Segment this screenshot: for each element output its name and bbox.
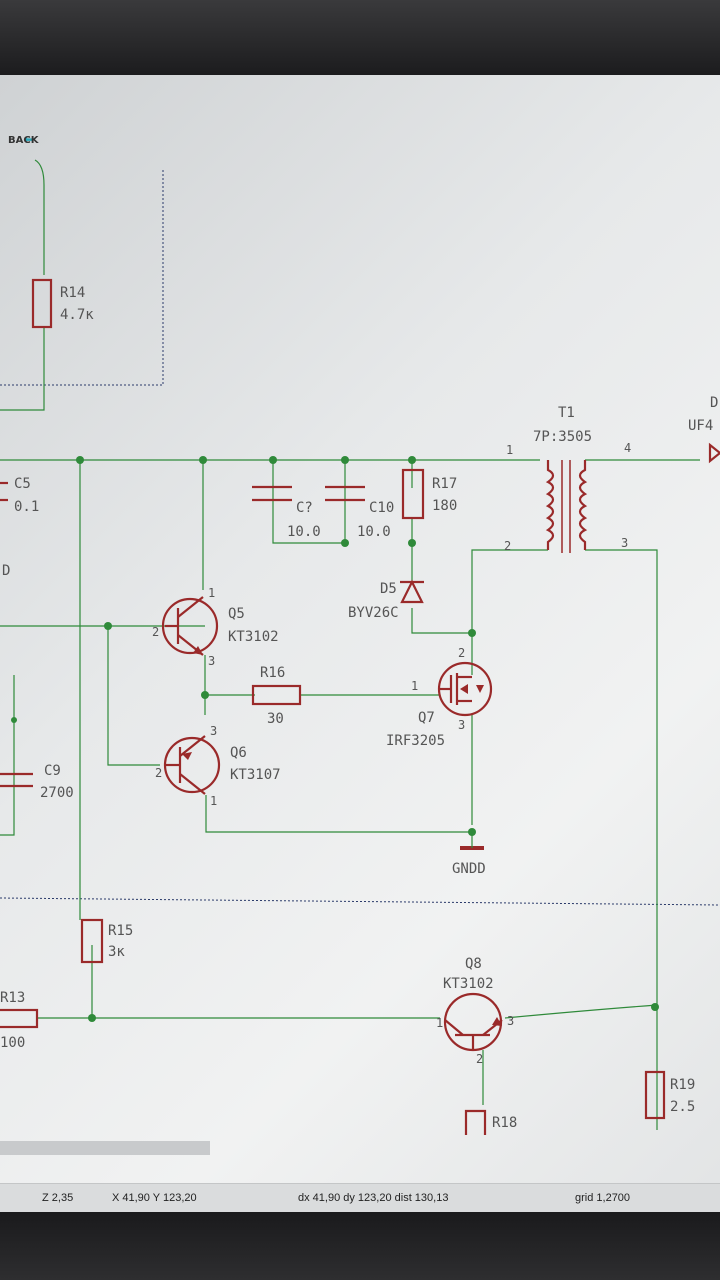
svg-text:R19: R19 [670,1077,695,1093]
svg-text:1: 1 [436,1016,443,1030]
svg-text:UF4: UF4 [688,418,713,434]
svg-text:R13: R13 [0,990,25,1006]
svg-text:2: 2 [152,625,159,639]
svg-text:4: 4 [624,441,631,455]
svg-text:D5: D5 [380,581,397,597]
svg-text:D: D [710,395,718,411]
transistor-q6[interactable]: Q6 KT3107 3 2 1 [155,724,281,808]
svg-text:100: 100 [0,1035,25,1051]
svg-text:R17: R17 [432,476,457,492]
svg-text:4.7к: 4.7к [60,307,94,323]
resistor-r18[interactable]: R18 [464,1109,517,1135]
transformer-t1[interactable]: T1 7P:3505 1 4 2 3 [504,405,631,553]
svg-text:3: 3 [210,724,217,738]
capacitor-c7[interactable]: C? 10.0 [252,485,321,540]
svg-text:2: 2 [155,766,162,780]
svg-text:R15: R15 [108,923,133,939]
resistor-r14[interactable]: R14 4.7к [31,278,94,329]
svg-text:GNDD: GNDD [452,861,486,877]
capacitor-c5[interactable]: C5 0.1 D [0,476,39,579]
svg-text:IRF3205: IRF3205 [386,733,445,749]
svg-text:C10: C10 [369,500,394,516]
svg-text:KT3102: KT3102 [443,976,494,992]
svg-text:180: 180 [432,498,457,514]
horizontal-scrollbar[interactable] [0,1141,210,1155]
diode-d5[interactable]: D5 BYV26C [348,579,424,621]
svg-text:7P:3505: 7P:3505 [533,429,592,445]
svg-text:R18: R18 [492,1115,517,1131]
resistor-r15[interactable]: R15 3к [80,918,133,964]
resistor-r16[interactable]: R16 30 [251,665,302,727]
back-arrow-icon[interactable]: ⬅ [24,133,34,146]
sheet-border-bottom [0,897,720,906]
svg-text:Q8: Q8 [465,956,482,972]
svg-text:10.0: 10.0 [357,524,391,540]
status-bar: Z 2,35 X 41,90 Y 123,20 dx 41,90 dy 123,… [0,1183,720,1212]
svg-text:30: 30 [267,711,284,727]
svg-text:3к: 3к [108,944,125,960]
monitor-bezel-top [0,0,720,75]
grid-size-readout: grid 1,2700 [575,1192,631,1204]
resistor-r17[interactable]: R17 180 [401,468,457,520]
svg-text:1: 1 [210,794,217,808]
sheet-border-left [0,170,164,386]
svg-text:2.5: 2.5 [670,1099,695,1115]
resistor-r19[interactable]: R19 2.5 [644,1070,695,1120]
svg-text:1: 1 [506,443,513,457]
capacitor-c10[interactable]: C10 10.0 [325,485,394,540]
svg-text:T1: T1 [558,405,575,421]
schematic-editor[interactable]: ⬅ BACK [0,75,720,1212]
transistor-q5[interactable]: Q5 KT3102 1 2 3 [152,586,279,668]
cursor-position-readout: X 41,90 Y 123,20 [112,1192,197,1204]
svg-text:C9: C9 [44,763,61,779]
svg-text:10.0: 10.0 [287,524,321,540]
svg-text:0.1: 0.1 [14,499,39,515]
resistor-r13[interactable]: R13 100 [0,990,39,1051]
svg-text:2: 2 [458,646,465,660]
svg-text:3: 3 [208,654,215,668]
svg-text:C5: C5 [14,476,31,492]
back-button[interactable]: BACK [8,135,39,146]
svg-text:1: 1 [411,679,418,693]
svg-text:KT3102: KT3102 [228,629,279,645]
wires [0,159,700,1130]
svg-text:3: 3 [621,536,628,550]
mosfet-q7[interactable]: 1 2 3 Q7 IRF3205 [386,646,493,749]
svg-text:R14: R14 [60,285,85,301]
svg-text:D: D [2,563,10,579]
svg-text:Q6: Q6 [230,745,247,761]
capacitor-c9[interactable]: C9 2700 [0,763,74,801]
svg-text:2700: 2700 [40,785,74,801]
svg-text:2: 2 [504,539,511,553]
svg-text:KT3107: KT3107 [230,767,281,783]
monitor-bezel-bottom [0,1212,720,1280]
svg-text:1: 1 [208,586,215,600]
delta-distance-readout: dx 41,90 dy 123,20 dist 130,13 [298,1192,449,1204]
svg-text:Q7: Q7 [418,710,435,726]
svg-text:3: 3 [507,1014,514,1028]
svg-text:BYV26C: BYV26C [348,605,399,621]
schematic-canvas[interactable]: R14 4.7к C5 0.1 D C? 10.0 C10 10.0 R17 [0,75,720,1212]
ground-symbol-gndd: GNDD [452,832,486,877]
zoom-readout: Z 2,35 [42,1192,74,1204]
transistor-q8[interactable]: Q8 KT3102 1 3 2 [436,956,514,1066]
svg-text:3: 3 [458,718,465,732]
svg-text:2: 2 [476,1052,483,1066]
diode-d-right[interactable]: D UF4 [688,395,720,464]
svg-text:C?: C? [296,500,313,516]
svg-text:Q5: Q5 [228,606,245,622]
svg-text:R16: R16 [260,665,285,681]
